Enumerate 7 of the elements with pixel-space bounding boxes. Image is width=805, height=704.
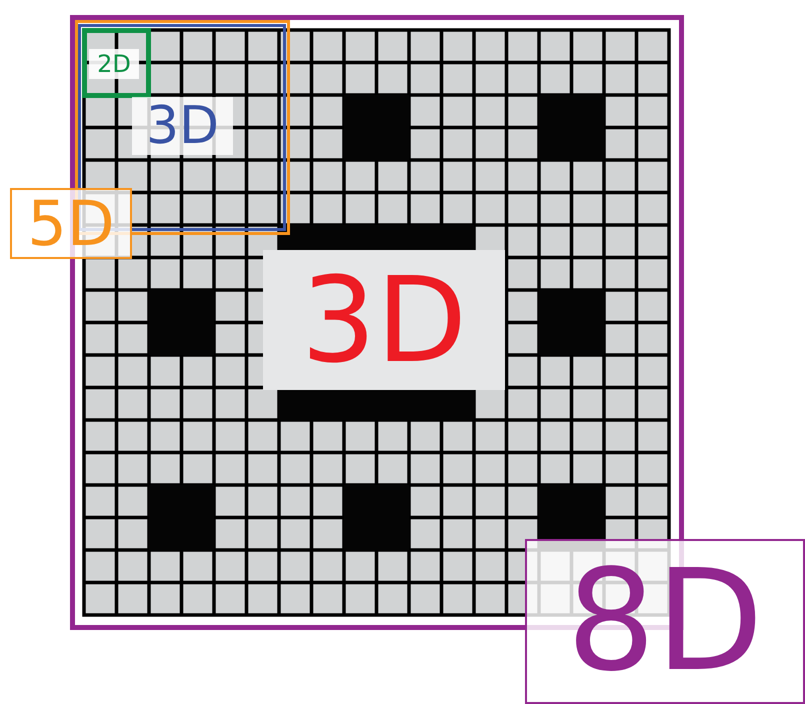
dimension-label: 3D xyxy=(132,97,233,155)
dimension-label: 3D xyxy=(300,250,468,390)
dimension-label: 2D xyxy=(89,49,139,79)
outline-box xyxy=(82,28,151,98)
dimension-label-box: 5D xyxy=(10,188,132,259)
dimension-label-box: 8D xyxy=(525,539,805,704)
label-panel xyxy=(263,250,505,390)
